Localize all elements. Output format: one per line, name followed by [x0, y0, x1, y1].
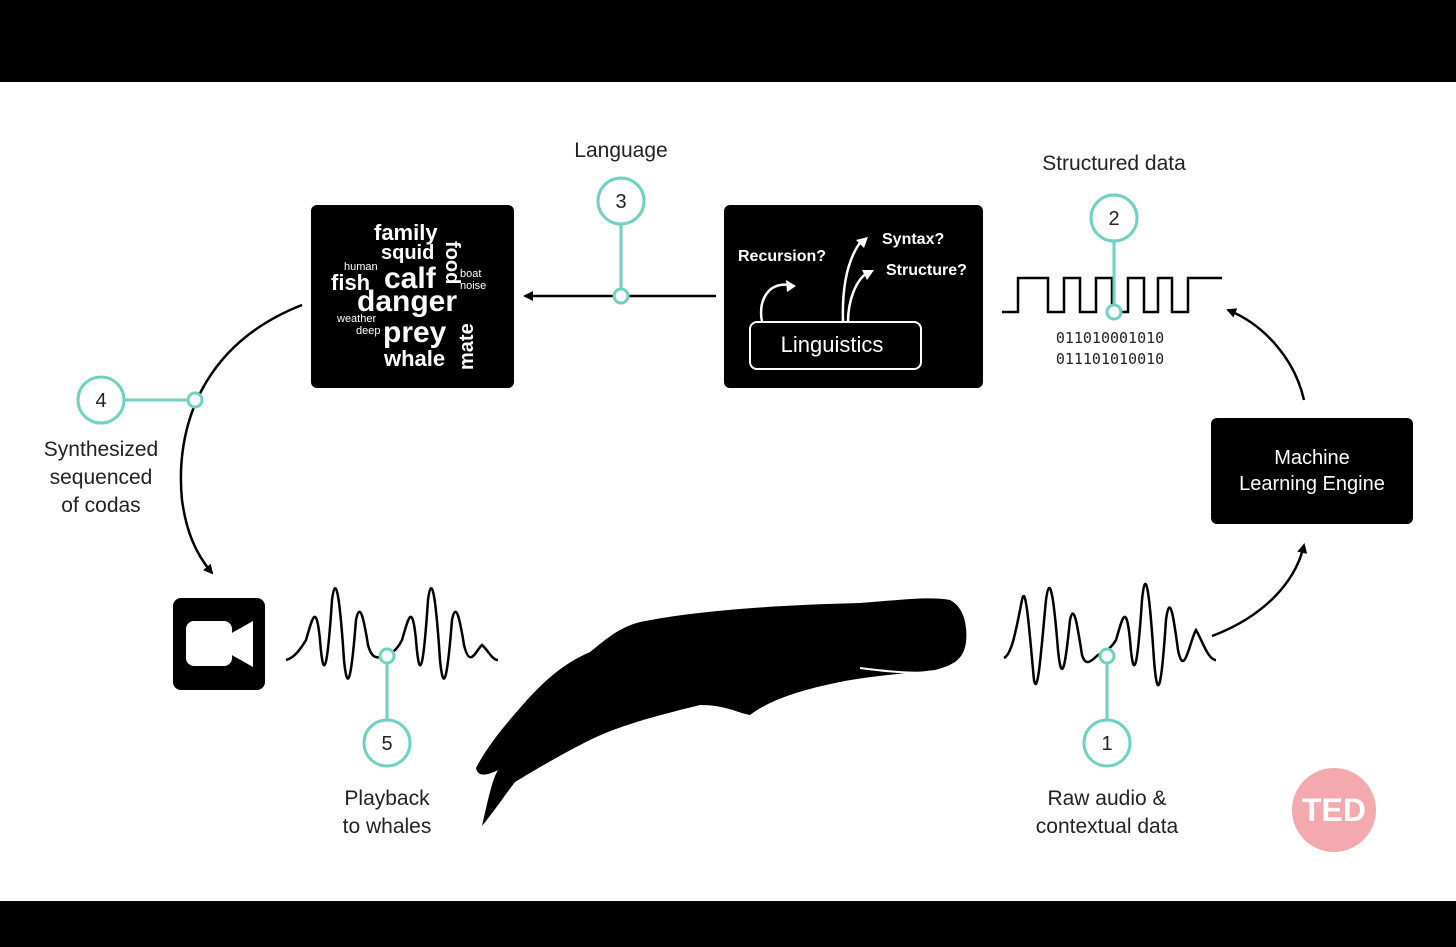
word-prey: prey [383, 316, 447, 349]
step-4-label-line-2: sequenced [50, 466, 153, 489]
machine-learning-engine-box: Machine Learning Engine [1211, 418, 1413, 524]
flow-arrow-audio-to-ml [1212, 545, 1304, 636]
step-4-label-line-1: Synthesized [44, 438, 158, 461]
ted-logo: TED [1292, 768, 1376, 852]
binary-line-2: 011101010010 [1056, 350, 1164, 368]
word-deep: deep [356, 325, 380, 337]
word-noise: noise [460, 280, 486, 292]
step-5-label-line-2: to whales [343, 815, 432, 838]
structure-label: Structure? [886, 262, 967, 279]
step-node-4: 4 [78, 377, 124, 423]
binary-line-1: 011010001010 [1056, 329, 1164, 347]
step-2-label: Structured data [1042, 152, 1186, 175]
diagram-canvas: 011010001010 011101010010 1 2 3 4 [0, 82, 1456, 901]
word-mate: mate [456, 323, 478, 370]
ml-box-line-2: Learning Engine [1239, 473, 1385, 495]
flow-arrow-language-to-playback [181, 305, 302, 573]
step-number: 3 [615, 191, 626, 213]
step-node-1: 1 [1084, 720, 1130, 766]
step-node-2: 2 [1091, 195, 1137, 241]
flow-arrow-ml-to-structured [1228, 310, 1304, 400]
step-node-3: 3 [598, 178, 644, 224]
step-node-5: 5 [364, 720, 410, 766]
step-number: 1 [1101, 733, 1112, 755]
video-camera-icon [173, 598, 265, 690]
linguistics-label: Linguistics [781, 332, 884, 357]
word-weather: weather [336, 313, 376, 325]
step-1-label-line-1: Raw audio & [1047, 787, 1166, 810]
ted-logo-text: TED [1302, 792, 1366, 828]
step-3-label: Language [574, 139, 667, 162]
step-1-label-line-2: contextual data [1036, 815, 1179, 838]
step-4-label-line-3: of codas [61, 494, 140, 517]
ml-box-line-1: Machine [1274, 447, 1350, 469]
linguistics-box: Recursion? Syntax? Structure? Linguistic… [724, 205, 983, 388]
step-number: 5 [381, 733, 392, 755]
step-5-label-line-1: Playback [344, 787, 430, 810]
waveform-left [286, 588, 498, 678]
word-boat: boat [460, 268, 481, 280]
syntax-label: Syntax? [882, 231, 944, 248]
step-number: 2 [1108, 208, 1119, 230]
sperm-whale-silhouette [476, 598, 966, 826]
diagram-svg: 011010001010 011101010010 1 2 3 4 [0, 82, 1456, 901]
waveform-right [1004, 584, 1216, 685]
step-number: 4 [95, 390, 106, 412]
word-cloud-box: family squid human calf food fish boat n… [311, 205, 514, 388]
word-squid: squid [381, 242, 434, 264]
word-whale: whale [383, 346, 445, 371]
recursion-label: Recursion? [738, 248, 826, 265]
